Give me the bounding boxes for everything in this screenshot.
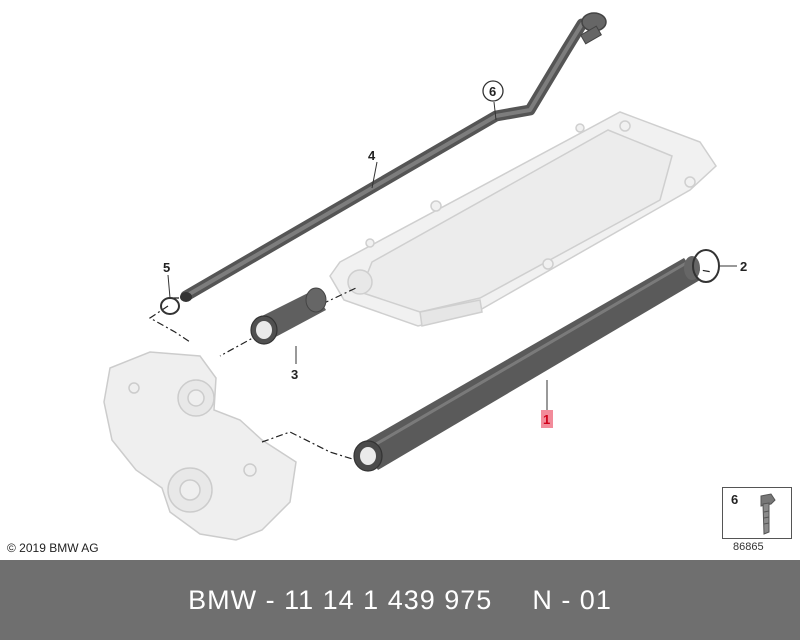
guide-tube-part-4 [180,12,607,302]
callout-3: 3 [291,367,298,382]
pipe-part-1 [353,256,700,472]
callout-5: 5 [163,260,170,275]
o-ring-part-5 [160,297,180,315]
part-number: BMW - 11 14 1 439 975 [188,584,493,615]
oil-pan-housing [329,111,717,327]
revision-code: N - 01 [532,584,612,615]
callout-4: 4 [368,148,376,163]
callout-2: 2 [740,259,747,274]
water-pump-housing [103,351,297,541]
part-number-footer: BMW - 11 14 1 439 975 N - 01 [0,560,800,640]
inset-number: 6 [731,492,739,507]
exploded-parts-illustration: 4 5 3 2 6 1 [103,12,747,541]
callout-6: 6 [489,84,496,99]
sleeve-part-3 [250,287,327,345]
copyright-notice: © 2019 BMW AG [7,541,99,555]
callout-6-badge: 6 [482,80,504,102]
inset-box-bolt: 6 [722,487,792,539]
bolt-icon [760,493,776,535]
callout-1-highlight: 1 [541,410,553,428]
o-ring-part-2 [692,249,720,283]
callout-leader-lines [167,101,737,410]
callout-1: 1 [543,412,550,427]
reference-code: 86865 [733,541,764,553]
